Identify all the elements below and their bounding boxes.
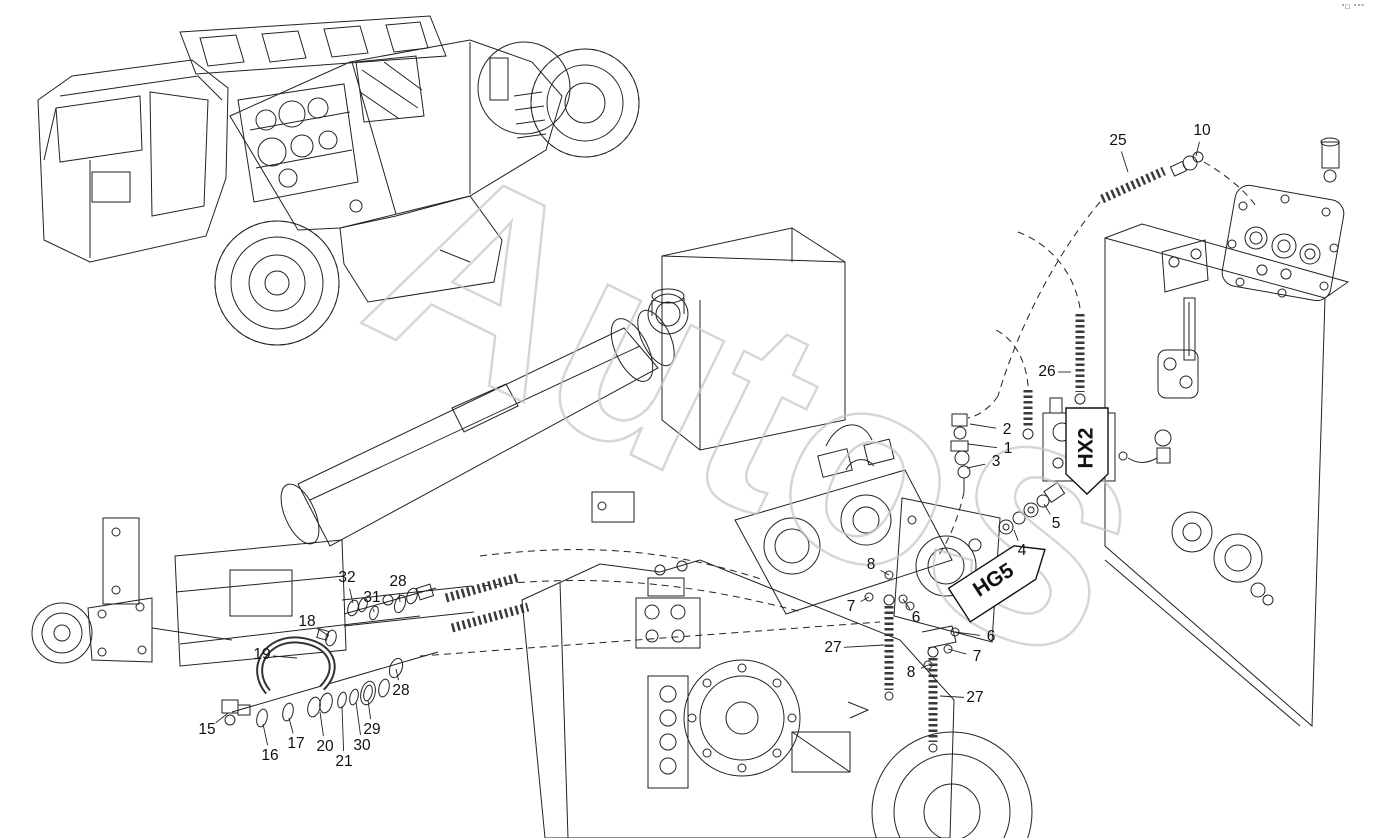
callout-leader-3 — [966, 463, 986, 469]
callout-20: 20 — [316, 738, 334, 755]
callout-29: 29 — [363, 721, 380, 738]
callout-26: 26 — [1038, 363, 1055, 380]
cylinders-27 — [883, 594, 939, 753]
callout-25: 25 — [1109, 132, 1126, 149]
callout-7: 7 — [847, 598, 856, 615]
callout-leader-8 — [920, 664, 929, 669]
callout-leader-5 — [1043, 503, 1051, 515]
callout-19: 19 — [253, 646, 270, 663]
callout-18: 18 — [298, 613, 315, 630]
callout-16: 16 — [261, 747, 278, 764]
callout-32: 32 — [338, 569, 355, 586]
callout-21: 21 — [335, 753, 352, 770]
callout-leader-27 — [939, 695, 965, 698]
center-housing — [591, 227, 846, 523]
callout-leader-4 — [1013, 529, 1019, 541]
callout-6: 6 — [912, 609, 921, 626]
hx2-flag — [1065, 407, 1109, 495]
callout-6: 6 — [987, 628, 996, 645]
callout-leader-16 — [262, 723, 269, 746]
hg5-flag — [947, 545, 1046, 623]
callout-leader-2 — [969, 423, 997, 429]
callout-leader-19 — [272, 655, 298, 659]
left-axle-assembly — [31, 597, 233, 664]
corner-marks: °□ °°° — [1341, 4, 1365, 11]
callout-28: 28 — [389, 573, 406, 590]
tank-cover — [1221, 137, 1345, 302]
callout-2: 2 — [1003, 421, 1012, 438]
callout-leader-6 — [954, 631, 981, 636]
callout-leader-7 — [860, 596, 870, 603]
callout-30: 30 — [353, 737, 371, 754]
callout-leader-6 — [902, 598, 911, 610]
callout-3: 3 — [992, 453, 1001, 470]
callout-leader-21 — [341, 705, 345, 752]
callout-leader-25 — [1120, 151, 1129, 173]
callout-1: 1 — [1004, 440, 1013, 457]
callout-8: 8 — [867, 556, 876, 573]
machine-overview — [37, 15, 640, 346]
callout-27: 27 — [966, 689, 983, 706]
callout-leader-1 — [967, 443, 998, 449]
callout-leader-8 — [880, 569, 890, 576]
pump-group — [734, 424, 1001, 670]
callout-4: 4 — [1018, 542, 1027, 559]
callout-10: 10 — [1193, 122, 1211, 139]
callout-17: 17 — [287, 735, 304, 752]
callout-7: 7 — [973, 648, 982, 665]
callout-leader-15 — [215, 712, 229, 724]
support-bracket — [102, 517, 140, 605]
component-flags: HX2 HG5 — [947, 407, 1109, 623]
hx2-label: HX2 — [1075, 428, 1098, 469]
callout-leader-30 — [355, 701, 361, 736]
callout-15: 15 — [198, 721, 215, 738]
callout-leader-17 — [288, 717, 294, 734]
fitting-chain-left — [221, 583, 439, 728]
callout-27: 27 — [824, 639, 841, 656]
callout-leader-27 — [843, 644, 885, 648]
gearbox-assembly — [521, 559, 1033, 838]
conveyor-assembly — [174, 288, 689, 667]
callout-leader-7 — [947, 648, 967, 655]
callout-leader-28 — [395, 668, 400, 681]
callout-5: 5 — [1052, 515, 1061, 532]
callout-leader-10 — [1195, 141, 1200, 157]
watermark: AutoS — [330, 102, 1176, 721]
callout-28: 28 — [392, 682, 409, 699]
callout-leader-29 — [367, 699, 371, 720]
callout-8: 8 — [907, 664, 916, 681]
callout-31: 31 — [363, 589, 380, 606]
callout-leader-18 — [316, 627, 330, 637]
callout-leader-32 — [349, 588, 354, 604]
hose-routes — [419, 151, 1257, 657]
callout-leader-20 — [319, 711, 324, 737]
callout-leader-28 — [398, 592, 401, 603]
